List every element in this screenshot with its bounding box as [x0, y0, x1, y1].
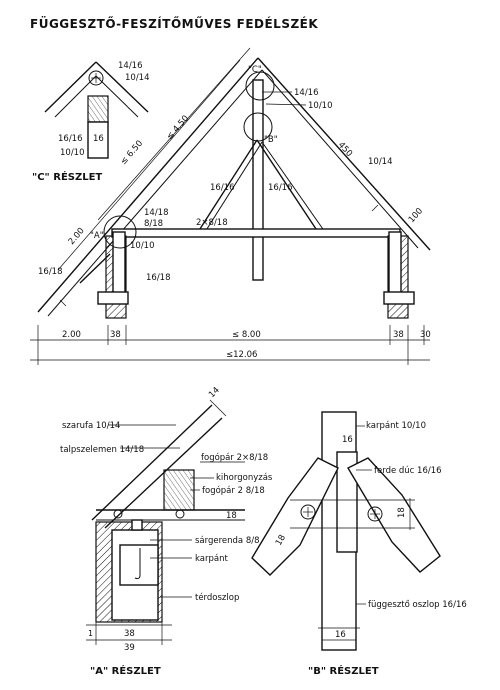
- main-elevation: "C" "B" "A" 14/16 10/10 450 10/14 16/16 …: [30, 47, 431, 365]
- c-post-block: [87, 95, 109, 123]
- right-brace: [256, 139, 319, 233]
- a-szarufa: szarufa 10/14: [62, 421, 120, 431]
- detail-c-circle: [245, 71, 275, 101]
- tie-beam: [111, 228, 401, 238]
- dim-450-right: 450: [336, 140, 354, 159]
- c-dim-14-16: 14/16: [118, 61, 143, 71]
- dim-10-10: 10/10: [308, 101, 333, 111]
- b-left-brace: [251, 457, 339, 576]
- a-karpant: karpánt: [195, 554, 228, 564]
- dim-38-left: 38: [110, 330, 121, 340]
- b-karpant: karpánt 10/10: [366, 421, 426, 431]
- a-dim-18: 18: [226, 511, 237, 521]
- dim-10-14: 10/14: [368, 157, 393, 167]
- dim-16-18-post: 16/18: [146, 273, 171, 283]
- a-talpszelemen: talpszelemen 14/18: [60, 445, 144, 455]
- c-dim-10-10: 10/10: [60, 148, 85, 158]
- c-dim-16: 16: [93, 134, 104, 144]
- label-a: "A": [90, 231, 104, 241]
- dim-16-18-left: 16/18: [38, 267, 63, 277]
- right-knee-post: [388, 231, 402, 295]
- dim-30: 30: [420, 330, 431, 340]
- detail-a: szarufa 10/14 talpszelemen 14/18 fogópár…: [60, 385, 273, 677]
- dim-800: ≤ 8.00: [232, 330, 261, 340]
- a-purlin: [163, 469, 195, 511]
- detail-b-circle: [243, 112, 273, 142]
- c-dim-10-14: 10/14: [125, 73, 150, 83]
- left-brace: [197, 139, 258, 233]
- left-rafter-inner: [47, 69, 263, 317]
- b-fuggeszto: függesztő oszlop 16/16: [368, 600, 467, 610]
- c-dim-16-16: 16/16: [58, 134, 83, 144]
- a-dim-39: 39: [124, 643, 135, 653]
- right-rafter-inner: [261, 69, 419, 249]
- b-caption: "B" RÉSZLET: [308, 664, 379, 677]
- bolt-c: [88, 70, 104, 86]
- dim-2x8-18: 2×8/18: [196, 218, 228, 228]
- dim-10-10-a: 10/10: [130, 241, 155, 251]
- a-sargerenda: sárgerenda 8/8: [195, 536, 260, 546]
- dim-14-16: 14/16: [294, 88, 319, 98]
- detail-b: karpánt 10/10 16 ferde dúc 16/16 18 18 f…: [251, 411, 467, 677]
- b-right-brace: [347, 457, 441, 573]
- a-dim-38: 38: [124, 629, 135, 639]
- label-b: "B": [264, 135, 278, 145]
- detail-a-circle: [103, 215, 137, 249]
- king-post: [252, 79, 264, 281]
- dim-200: 2.00: [62, 330, 81, 340]
- b-dim-16-bottom: 16: [335, 630, 346, 640]
- right-rafter-outer: [257, 57, 431, 251]
- dim-650: ≤ 6.50: [119, 139, 145, 167]
- a-dim-1: 1: [88, 629, 93, 638]
- left-strut: [79, 253, 111, 284]
- label-c: "C": [248, 65, 262, 75]
- dim-200-slope: 2.00: [67, 226, 87, 247]
- dim-38-right: 38: [393, 330, 404, 340]
- a-fogopar-2x: fogópár 2×8/18: [201, 452, 268, 463]
- a-terdoszlop: térdoszlop: [195, 592, 239, 603]
- b-ferde-duc: ferde dúc 16/16: [374, 466, 442, 476]
- a-caption: "A" RÉSZLET: [90, 664, 161, 677]
- b-dim-18: 18: [397, 507, 407, 518]
- dim-100: 100: [407, 206, 425, 225]
- dim-8-18: 8/18: [144, 219, 163, 229]
- left-knee-post: [112, 231, 126, 295]
- drawing-title: FÜGGESZTŐ-FESZÍTŐMŰVES FEDÉLSZÉK: [30, 16, 318, 31]
- dim-16-16-left: 16/16: [210, 183, 235, 193]
- c-king-post: [87, 121, 109, 159]
- dim-1206: ≤12.06: [226, 350, 257, 360]
- dim-14-18: 14/18: [144, 208, 169, 218]
- c-caption: "C" RÉSZLET: [32, 170, 102, 183]
- b-dim-16-top: 16: [342, 435, 353, 445]
- a-fogopar-2: fogópár 2 8/18: [202, 485, 265, 496]
- dim-450-left: ≤ 4.50: [165, 114, 191, 142]
- dim-16-16-mid: 16/16: [268, 183, 293, 193]
- a-dim-14: 14: [207, 385, 222, 400]
- a-kihorgonyzas: kihorgonyzás: [216, 473, 273, 483]
- left-rafter-outer: [37, 57, 259, 313]
- detail-c: 14/16 10/14 16/16 16 10/10 "C" RÉSZLET: [32, 61, 150, 183]
- b-dim-18-rot: 18: [274, 533, 288, 547]
